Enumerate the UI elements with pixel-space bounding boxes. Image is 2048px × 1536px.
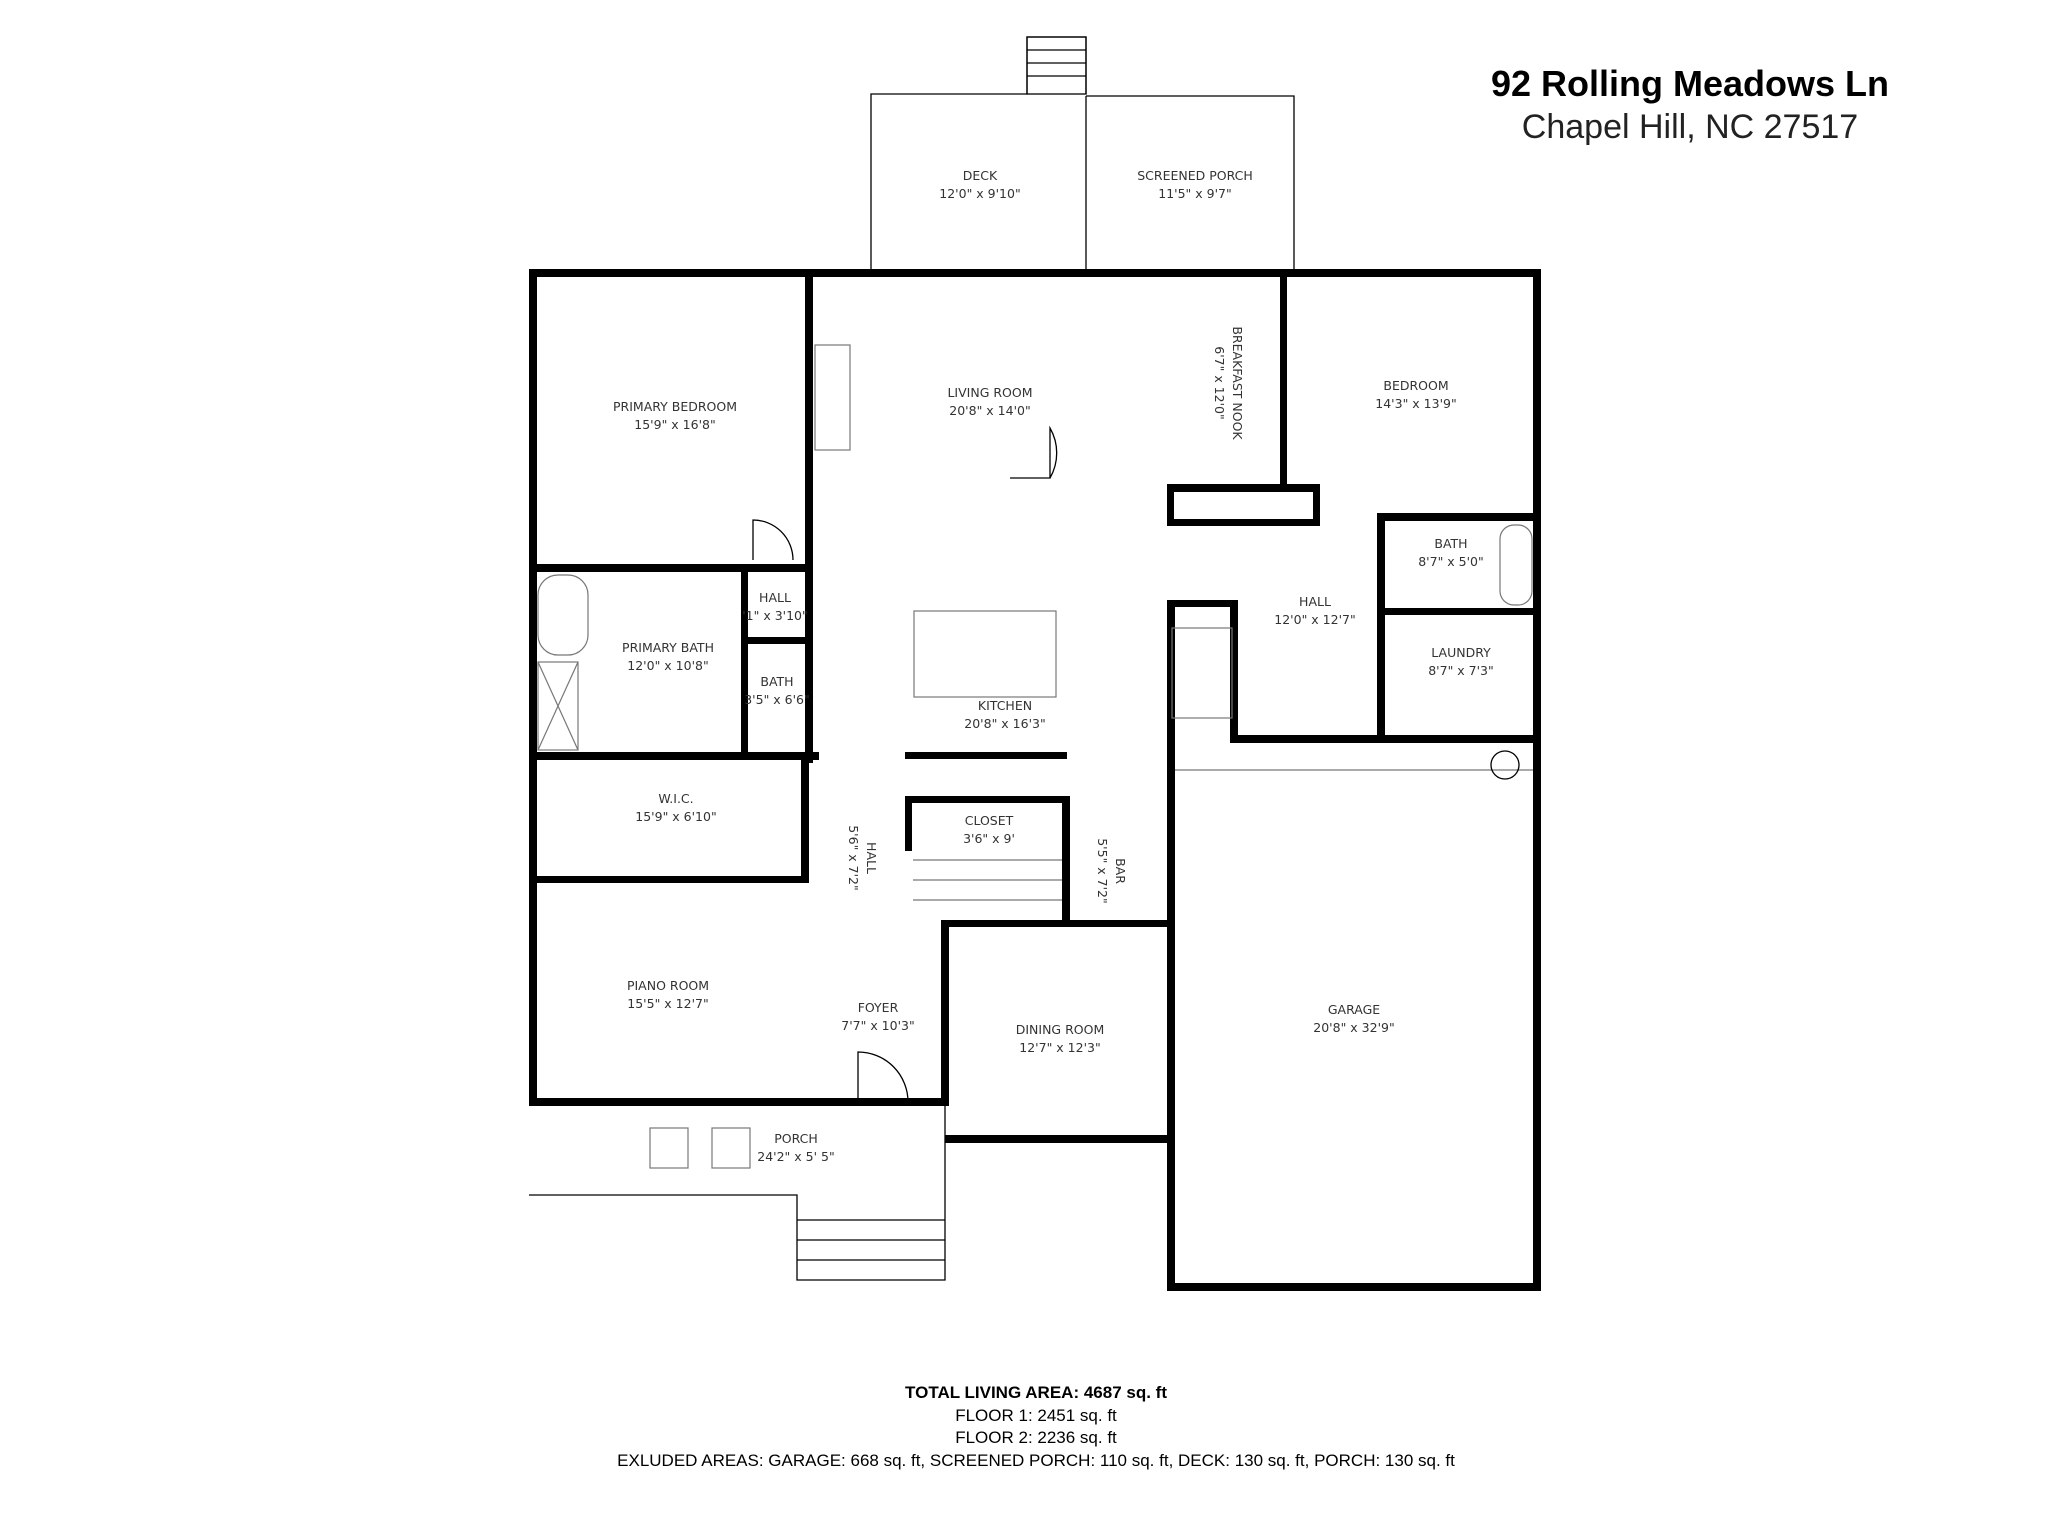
room-labels: DECK 12'0" x 9'10" SCREENED PORCH 11'5" x … (613, 168, 1494, 1164)
room-foyer: FOYER 7'7" x 10'3" (841, 1000, 914, 1033)
svg-text:BREAKFAST NOOK: BREAKFAST NOOK (1230, 326, 1245, 440)
svg-text:PIANO ROOM: PIANO ROOM (627, 978, 709, 993)
floor-1-area: FLOOR 1: 2451 sq. ft (955, 1405, 1117, 1425)
room-hall-small: HALL '1" x 3'10" (742, 590, 808, 623)
svg-text:20'8" x 14'0": 20'8" x 14'0" (949, 403, 1030, 418)
svg-text:15'9" x 16'8": 15'9" x 16'8" (634, 417, 715, 432)
room-garage: GARAGE 20'8" x 32'9" (1313, 1002, 1394, 1035)
svg-text:SCREENED PORCH: SCREENED PORCH (1137, 168, 1253, 183)
svg-text:8'7" x 5'0": 8'7" x 5'0" (1418, 554, 1484, 569)
room-piano-room: PIANO ROOM 15'5" x 12'7" (627, 978, 709, 1011)
room-bath-half: BATH 3'5" x 6'6" (744, 674, 810, 707)
room-deck: DECK 12'0" x 9'10" (939, 168, 1020, 201)
svg-text:FOYER: FOYER (858, 1000, 899, 1015)
svg-text:DECK: DECK (963, 168, 998, 183)
svg-text:20'8" x 16'3": 20'8" x 16'3" (964, 716, 1045, 731)
room-primary-bedroom: PRIMARY BEDROOM 15'9" x 16'8" (613, 399, 737, 432)
room-bedroom: BEDROOM 14'3" x 13'9" (1375, 378, 1456, 411)
city-state-zip: Chapel Hill, NC 27517 (1521, 108, 1859, 146)
address: 92 Rolling Meadows Ln (1490, 63, 1890, 104)
svg-text:8'7" x 7'3": 8'7" x 7'3" (1428, 663, 1494, 678)
outdoor-outlines (529, 36, 1295, 1281)
svg-text:BEDROOM: BEDROOM (1383, 378, 1448, 393)
room-kitchen: KITCHEN 20'8" x 16'3" (964, 698, 1045, 731)
svg-text:12'0" x 9'10": 12'0" x 9'10" (939, 186, 1020, 201)
svg-text:CLOSET: CLOSET (965, 813, 1014, 828)
room-laundry: LAUNDRY 8'7" x 7'3" (1428, 645, 1494, 678)
excluded-areas: EXLUDED AREAS: GARAGE: 668 sq. ft, SCREE… (617, 1450, 1455, 1470)
svg-text:24'2" x 5' 5": 24'2" x 5' 5" (757, 1149, 834, 1164)
svg-text:PRIMARY BEDROOM: PRIMARY BEDROOM (613, 399, 737, 414)
svg-text:HALL: HALL (864, 842, 879, 874)
svg-text:7'7" x 10'3": 7'7" x 10'3" (841, 1018, 914, 1033)
svg-text:12'7" x 12'3": 12'7" x 12'3" (1019, 1040, 1100, 1055)
svg-text:BATH: BATH (760, 674, 793, 689)
room-living-room: LIVING ROOM 20'8" x 14'0" (947, 385, 1032, 418)
svg-text:HALL: HALL (1299, 594, 1331, 609)
room-hall: HALL 12'0" x 12'7" (1274, 594, 1355, 627)
svg-text:15'5" x 12'7": 15'5" x 12'7" (627, 996, 708, 1011)
svg-text:DINING ROOM: DINING ROOM (1016, 1022, 1105, 1037)
svg-text:LIVING ROOM: LIVING ROOM (947, 385, 1032, 400)
svg-text:3'6" x 9': 3'6" x 9' (963, 831, 1015, 846)
svg-text:20'8" x 32'9": 20'8" x 32'9" (1313, 1020, 1394, 1035)
room-closet: CLOSET 3'6" x 9' (963, 813, 1015, 846)
svg-text:LAUNDRY: LAUNDRY (1431, 645, 1491, 660)
room-screened-porch: SCREENED PORCH 11'5" x 9'7" (1137, 168, 1253, 201)
total-living-area: TOTAL LIVING AREA: 4687 sq. ft (905, 1383, 1167, 1402)
property-title: 92 Rolling Meadows Ln Chapel Hill, NC 27… (1420, 62, 1960, 148)
svg-text:15'9" x 6'10": 15'9" x 6'10" (635, 809, 716, 824)
svg-text:BATH: BATH (1434, 536, 1467, 551)
room-porch: PORCH 24'2" x 5' 5" (757, 1131, 834, 1164)
floor-2-area: FLOOR 2: 2236 sq. ft (955, 1428, 1117, 1447)
svg-text:12'0" x 10'8": 12'0" x 10'8" (627, 658, 708, 673)
svg-text:PORCH: PORCH (774, 1131, 818, 1146)
svg-text:6'7" x 12'0": 6'7" x 12'0" (1212, 346, 1227, 419)
fixtures (537, 344, 1533, 1103)
svg-text:PRIMARY BATH: PRIMARY BATH (622, 640, 714, 655)
svg-text:5'5" x 7'2": 5'5" x 7'2" (1095, 838, 1110, 904)
room-dining-room: DINING ROOM 12'7" x 12'3" (1016, 1022, 1105, 1055)
svg-text:11'5" x 9'7": 11'5" x 9'7" (1158, 186, 1231, 201)
svg-text:5'6" x 7'2": 5'6" x 7'2" (846, 825, 861, 891)
room-bath: BATH 8'7" x 5'0" (1418, 536, 1484, 569)
area-summary: TOTAL LIVING AREA: 4687 sq. ft FLOOR 1: … (0, 1382, 2048, 1472)
svg-text:12'0" x 12'7": 12'0" x 12'7" (1274, 612, 1355, 627)
svg-text:HALL: HALL (759, 590, 791, 605)
walls (529, 269, 1541, 1291)
svg-text:'1" x 3'10": '1" x 3'10" (742, 608, 808, 623)
svg-text:KITCHEN: KITCHEN (978, 698, 1032, 713)
svg-text:GARAGE: GARAGE (1328, 1002, 1380, 1017)
svg-text:W.I.C.: W.I.C. (658, 791, 693, 806)
svg-text:14'3" x 13'9": 14'3" x 13'9" (1375, 396, 1456, 411)
svg-text:3'5" x 6'6": 3'5" x 6'6" (744, 692, 810, 707)
room-wic: W.I.C. 15'9" x 6'10" (635, 791, 716, 824)
svg-text:BAR: BAR (1113, 858, 1128, 884)
room-primary-bath: PRIMARY BATH 12'0" x 10'8" (622, 640, 714, 673)
